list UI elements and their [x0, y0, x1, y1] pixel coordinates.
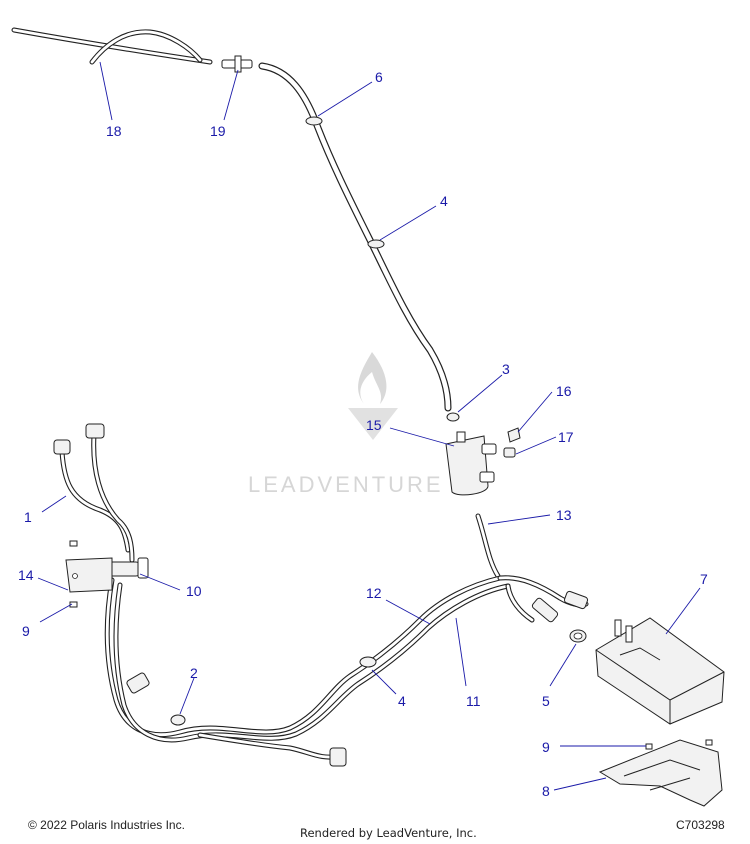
callout-8: 8: [542, 783, 550, 799]
part-15-valve: [445, 431, 497, 496]
callout-10: 10: [186, 583, 202, 599]
callout-2: 2: [190, 665, 198, 681]
callout-11: 11: [466, 693, 481, 709]
part-7-canister: [595, 617, 725, 725]
callout-5: 5: [542, 693, 550, 709]
diagram-code: C703298: [676, 818, 725, 832]
leadventure-watermark: LEADVENTURE: [248, 352, 444, 497]
callout-13: 13: [556, 507, 572, 523]
part-1-lines: [53, 423, 135, 563]
part-19-fitting: [221, 55, 253, 73]
part-5-clamp: [569, 629, 587, 643]
part-4-clamp-upper: [367, 239, 385, 249]
callout-12: 12: [366, 585, 382, 601]
callout-4-upper: 4: [440, 193, 448, 209]
line-connectors-left: [126, 672, 347, 767]
part-16-fitting: [507, 427, 521, 443]
part-2-clamp: [170, 714, 186, 726]
callout-19: 19: [210, 123, 226, 139]
part-10-fitting: [103, 557, 149, 579]
part-11-12-fuel-lines: [104, 575, 589, 760]
callout-4-lower: 4: [398, 693, 406, 709]
callout-17: 17: [558, 429, 574, 445]
callout-labels: 1 2 3 4 4 5 6 7 8 9 9 10 11 12 13 14 15 …: [18, 69, 708, 799]
part-6-clamp: [305, 116, 323, 126]
line-connectors-right: [531, 590, 589, 623]
callout-16: 16: [556, 383, 572, 399]
part-4-clamp-lower: [359, 656, 377, 668]
callout-15: 15: [366, 417, 382, 433]
part-18-vent-tube: [11, 27, 213, 65]
callout-14: 14: [18, 567, 34, 583]
rendered-by-text: Rendered by LeadVenture, Inc.: [300, 826, 477, 840]
part-14-bracket: [65, 557, 113, 593]
callout-18: 18: [106, 123, 122, 139]
callout-9-left: 9: [22, 623, 30, 639]
callout-7: 7: [700, 571, 708, 587]
callout-1: 1: [24, 509, 32, 525]
part-8-bracket: [598, 739, 723, 807]
copyright-text: © 2022 Polaris Industries Inc.: [28, 818, 185, 832]
callout-3: 3: [502, 361, 510, 377]
part-17-grommet: [503, 447, 516, 458]
part-4-upper-hose: [258, 62, 452, 412]
part-3-clamp: [446, 412, 460, 422]
leader-lines: [37, 61, 701, 791]
watermark-text: LEADVENTURE: [248, 472, 444, 497]
part-13-hose: [475, 513, 501, 579]
callout-6: 6: [375, 69, 383, 85]
callout-9-right: 9: [542, 739, 550, 755]
